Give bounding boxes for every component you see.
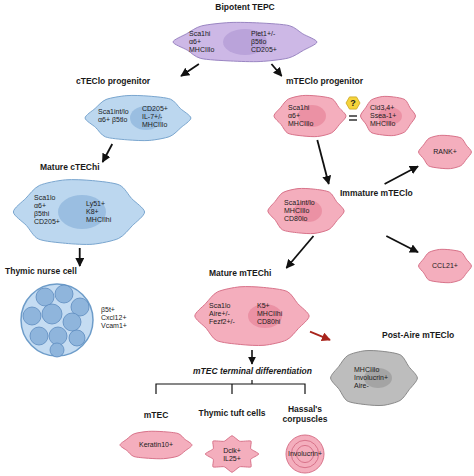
marker-list: CCL21+ xyxy=(418,262,472,270)
cell-body xyxy=(360,96,415,135)
cell-node: Hassal's corpusclesInvolucrin+ xyxy=(272,404,338,474)
cell-node: mTEClo progenitorSca1hi α6+ MHCIIlo xyxy=(272,76,346,140)
lineage-arrow xyxy=(181,64,199,76)
cell-body xyxy=(205,436,259,473)
cell-body xyxy=(85,95,191,140)
cell-body xyxy=(195,287,309,346)
marker-list: Plet1+/- β5tlo CD205+ xyxy=(251,30,289,54)
cell-heading: Hassal's corpuscles xyxy=(272,404,338,424)
bracket xyxy=(156,380,305,394)
cell-body xyxy=(419,135,472,168)
cell-node: Thymic nurse cell β5t+ Cxcl12+ Vcam1+ xyxy=(5,266,155,358)
cell-heading: Thymic nurse cell xyxy=(5,266,77,276)
cell-body xyxy=(13,180,144,245)
cell-node: Post-Aire mTECloMHCIIlo Involucrin+ Aire… xyxy=(330,330,472,408)
marker-list: Sca1hi α6+ MHCIIlo xyxy=(288,104,320,128)
marker-list: Dclk+ IL25+ xyxy=(217,447,247,463)
thymocyte xyxy=(30,327,48,345)
cell-heading: mTEC xyxy=(120,410,192,420)
cell-shape xyxy=(12,162,147,248)
lineage-arrow xyxy=(386,236,418,252)
marker-list: Ly51+ K8+ MHCIIhi xyxy=(86,200,116,224)
cell-heading: Immature mTEClo xyxy=(340,188,413,198)
thymocyte xyxy=(49,327,67,345)
marker-list: Sca1lo α6+ β5thi CD205+ xyxy=(34,194,62,226)
marker-list: Keratin10+ xyxy=(120,441,192,449)
nurse-cell xyxy=(21,284,93,356)
lineage-arrow xyxy=(103,144,113,162)
cell-node: CCL21+ xyxy=(418,246,472,286)
cell-node: Immature mTECloSca1int/lo MHCIIlo CD80lo xyxy=(268,184,403,236)
short-arrow xyxy=(251,350,253,364)
marker-list: β5t+ Cxcl12+ Vcam1+ xyxy=(101,306,135,330)
marker-list: Sca1lo Aire+/- Fezf2+/- xyxy=(209,302,245,326)
cell-shape xyxy=(330,330,472,408)
cell-heading: Mature cTEChi xyxy=(40,162,100,172)
marker-list: Sca1hi α6+ MHCIIlo xyxy=(189,30,221,54)
cell-node: Bipotent TEPC Sca1hi α6+ MHCIIlo Plet1+/- … xyxy=(165,2,325,64)
equal-sign xyxy=(349,115,357,116)
cell-node: cTEClo progenitorSca1int/lo α6+ β5tlo CD2… xyxy=(68,76,193,144)
thymocyte xyxy=(69,330,85,346)
cell-body xyxy=(274,95,346,136)
thymocyte xyxy=(55,285,73,303)
cell-heading: Bipotent TEPC xyxy=(165,2,325,12)
lineage-arrow xyxy=(79,248,81,266)
cell-node: Mature mTEChiSca1lo Aire+/- Fezf2+/- K5+ … xyxy=(195,268,310,348)
thymocyte xyxy=(36,288,54,306)
cell-heading: mTEClo progenitor xyxy=(286,76,363,86)
equal-sign xyxy=(349,119,357,120)
marker-list: MHCIIlo Involucrin+ Aire- xyxy=(354,366,394,390)
marker-list: RANK+ xyxy=(418,148,472,156)
cell-shape xyxy=(5,266,155,358)
cell-heading: Mature mTEChi xyxy=(209,268,271,278)
marker-list: Involucrin+ xyxy=(272,450,338,458)
thymocyte xyxy=(50,343,64,357)
cell-node: RANK+ xyxy=(418,132,472,172)
cell-node: Thymic tuft cellsDclk+ IL25+ xyxy=(196,408,268,474)
thymocyte xyxy=(23,307,41,325)
marker-list: Cld3,4+ Ssea-1+ MHCIIlo xyxy=(370,104,406,128)
cell-body xyxy=(331,351,418,406)
marker-list: CD205+ IL-7+/- MHCIIlo xyxy=(142,105,176,129)
cell-node: Cld3,4+ Ssea-1+ MHCIIlo xyxy=(360,94,416,138)
cell-node: mTEC Keratin10+ xyxy=(120,410,192,462)
cell-heading: Post-Aire mTEClo xyxy=(382,330,454,340)
marker-list: Sca1int/lo MHCIIlo CD80lo xyxy=(284,199,318,223)
cell-node: Mature cTEChiSca1lo α6+ β5thi CD205+ Ly51… xyxy=(12,162,147,248)
cell-heading: Thymic tuft cells xyxy=(196,408,268,418)
thymocyte xyxy=(63,313,81,331)
cell-shape xyxy=(68,76,193,144)
lineage-arrow xyxy=(310,332,330,340)
marker-list: K5+ MHCIIhi CD80hi xyxy=(257,302,291,326)
question-hexagon xyxy=(346,97,360,109)
lineage-arrow xyxy=(286,236,313,268)
lineage-arrow xyxy=(271,64,281,76)
lineage-arrow xyxy=(317,140,328,184)
cell-body xyxy=(173,22,317,61)
cell-body xyxy=(120,431,192,459)
lineage-arrow xyxy=(385,166,418,184)
question-mark: ? xyxy=(346,98,360,108)
stage-label: mTEC terminal differentiation xyxy=(150,366,355,376)
thymocyte xyxy=(42,304,62,324)
cell-body xyxy=(419,249,472,282)
marker-list: Sca1int/lo α6+ β5tlo xyxy=(98,108,134,124)
cell-heading: cTEClo progenitor xyxy=(76,76,150,86)
cell-body xyxy=(268,188,344,233)
